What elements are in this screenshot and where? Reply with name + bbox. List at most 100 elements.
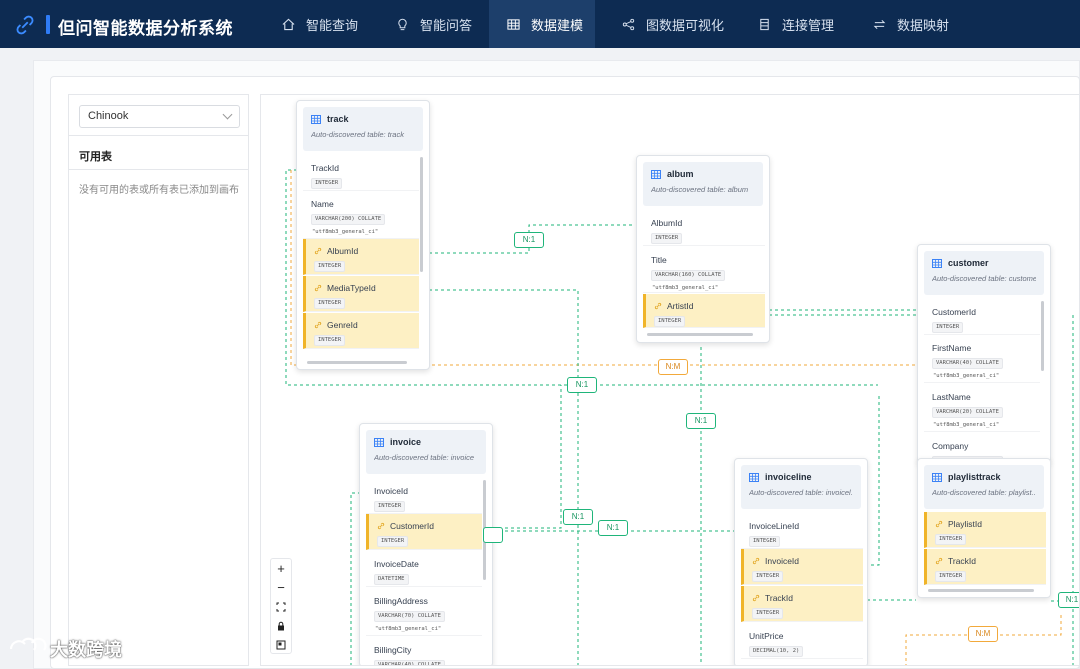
nav-smart-query[interactable]: 智能查询	[270, 0, 368, 48]
table-header[interactable]: invoice Auto-discovered table: invoice	[366, 430, 486, 474]
field-name: AlbumId	[327, 246, 359, 256]
table-header[interactable]: invoiceline Auto-discovered table: invoi…	[741, 465, 861, 509]
relation-badge[interactable]: N:1	[598, 520, 628, 536]
top-nav-bar: 但问智能数据分析系统 智能查询 智能问答 数据建模 图数据可视化 连接管理 数据…	[0, 0, 1080, 48]
relation-badge[interactable]: N:1	[514, 232, 544, 248]
field-row-fk[interactable]: TrackId INTEGER	[741, 586, 863, 622]
table-node-playlisttrack[interactable]: playlisttrack Auto-discovered table: pla…	[917, 458, 1051, 598]
field-row[interactable]: UnitPrice DECIMAL(10, 2)	[741, 623, 863, 659]
nav-data-mapping[interactable]: 数据映射	[861, 0, 959, 48]
relation-badge[interactable]: N:1	[1058, 592, 1079, 608]
chevron-down-icon	[222, 109, 233, 120]
field-row[interactable]: InvoiceId INTEGER	[366, 478, 482, 514]
table-node-track[interactable]: track Auto-discovered table: track Track…	[296, 100, 430, 370]
field-row-fk[interactable]: GenreId INTEGER	[303, 313, 419, 349]
link-icon	[654, 302, 662, 310]
horizontal-scrollbar[interactable]	[647, 333, 753, 336]
table-node-album[interactable]: album Auto-discovered table: album Album…	[636, 155, 770, 343]
field-row[interactable]: InvoiceDate DATETIME	[366, 551, 482, 587]
field-type: INTEGER	[314, 298, 346, 309]
fit-view-button[interactable]	[271, 597, 291, 616]
field-name: BillingCity	[374, 645, 412, 655]
relation-badge[interactable]: N:M	[968, 626, 998, 642]
table-header[interactable]: album Auto-discovered table: album	[643, 162, 763, 206]
zoom-in-button[interactable]: +	[277, 561, 285, 576]
field-row[interactable]: InvoiceLineId INTEGER	[741, 513, 863, 549]
table-header[interactable]: customer Auto-discovered table: customer	[924, 251, 1044, 295]
share-icon	[620, 16, 636, 32]
table-icon	[374, 437, 384, 447]
field-name: ArtistId	[667, 301, 694, 311]
field-name: FirstName	[932, 343, 972, 353]
field-row[interactable]: CustomerId INTEGER	[924, 299, 1040, 335]
field-type: INTEGER	[749, 536, 781, 547]
watermark-text: 大数跨境	[50, 640, 122, 660]
nav-connection-mgmt[interactable]: 连接管理	[746, 0, 844, 48]
field-row-fk[interactable]: ArtistId INTEGER	[643, 294, 765, 328]
table-icon	[932, 258, 942, 268]
table-name: track	[327, 114, 349, 124]
table-node-invoiceline[interactable]: invoiceline Auto-discovered table: invoi…	[734, 458, 868, 665]
field-type: INTEGER	[311, 178, 343, 189]
field-row[interactable]: FirstName VARCHAR(40) COLLATE "utf8mb3_g…	[924, 335, 1040, 383]
field-row-fk[interactable]: AlbumId INTEGER	[303, 239, 419, 275]
horizontal-scrollbar[interactable]	[928, 589, 1034, 592]
nav-smart-qa[interactable]: 智能问答	[384, 0, 482, 48]
relation-badge[interactable]: N:1	[563, 509, 593, 525]
field-row-fk[interactable]: TrackId INTEGER	[924, 549, 1046, 585]
field-name: TrackId	[948, 556, 977, 566]
field-row-fk[interactable]: InvoiceId INTEGER	[741, 549, 863, 585]
field-row[interactable]: TrackId INTEGER	[303, 155, 419, 191]
empty-tables-message: 没有可用的表或所有表已添加到画布	[79, 185, 239, 196]
database-icon	[756, 16, 772, 32]
vertical-scrollbar[interactable]	[420, 157, 423, 272]
database-select[interactable]: Chinook	[79, 105, 240, 128]
relation-badge[interactable]: N:M	[658, 359, 688, 375]
field-type: VARCHAR(40) COLLATE	[374, 660, 445, 665]
nav-label: 智能问答	[420, 17, 473, 33]
watermark-logo-icon	[9, 637, 47, 651]
minimap-button[interactable]	[271, 635, 291, 654]
field-name: InvoiceDate	[374, 559, 419, 569]
table-header[interactable]: playlisttrack Auto-discovered table: pla…	[924, 465, 1044, 509]
table-description: Auto-discovered table: invoice	[374, 453, 475, 462]
lock-button[interactable]	[271, 616, 291, 635]
field-row-fk[interactable]: MediaTypeId INTEGER	[303, 276, 419, 312]
horizontal-scrollbar[interactable]	[307, 361, 407, 364]
field-type-collation: "utf8mb3_general_ci"	[933, 373, 1000, 379]
zoom-out-button[interactable]: −	[277, 580, 285, 595]
field-name: InvoiceId	[765, 556, 800, 566]
table-node-customer[interactable]: customer Auto-discovered table: customer…	[917, 244, 1051, 464]
field-row[interactable]: BillingCity VARCHAR(40) COLLATE	[366, 637, 482, 665]
relation-badge[interactable]: N:1	[567, 377, 597, 393]
link-icon	[752, 557, 760, 565]
table-header[interactable]: track Auto-discovered table: track	[303, 107, 423, 151]
field-type: INTEGER	[654, 316, 686, 327]
field-row[interactable]: BillingAddress VARCHAR(70) COLLATE "utf8…	[366, 588, 482, 636]
field-type: INTEGER	[752, 608, 784, 619]
link-logo-icon	[16, 15, 34, 35]
field-type-collation: "utf8mb3_general_ci"	[652, 285, 719, 291]
field-row-fk[interactable]: CustomerId INTEGER	[366, 514, 482, 550]
swap-icon	[871, 16, 887, 32]
field-type: INTEGER	[314, 335, 346, 346]
link-icon	[314, 284, 322, 292]
vertical-scrollbar[interactable]	[1041, 301, 1044, 371]
edge-track-invoiceline	[429, 289, 579, 665]
field-row[interactable]: LastName VARCHAR(20) COLLATE "utf8mb3_ge…	[924, 384, 1040, 432]
relation-badge[interactable]: N:1	[686, 413, 716, 429]
field-name: PlaylistId	[948, 519, 983, 529]
field-row[interactable]: Name VARCHAR(200) COLLATE "utf8mb3_gener…	[303, 191, 419, 239]
field-row-fk[interactable]: PlaylistId INTEGER	[924, 512, 1046, 548]
er-canvas[interactable]: track Auto-discovered table: track Track…	[260, 94, 1080, 666]
nav-data-modeling[interactable]: 数据建模	[489, 0, 595, 48]
field-type: DECIMAL(10, 2)	[749, 646, 804, 657]
table-list-panel: Chinook 可用表 没有可用的表或所有表已添加到画布	[68, 94, 249, 666]
table-node-invoice[interactable]: invoice Auto-discovered table: invoice I…	[359, 423, 493, 665]
relation-badge-partial[interactable]	[483, 527, 503, 543]
field-type-collation: "utf8mb3_general_ci"	[375, 626, 442, 632]
field-row[interactable]: Title VARCHAR(160) COLLATE "utf8mb3_gene…	[643, 247, 765, 293]
nav-graph-viz[interactable]: 图数据可视化	[610, 0, 734, 48]
field-row[interactable]: AlbumId INTEGER	[643, 210, 765, 246]
field-type: INTEGER	[935, 571, 967, 582]
